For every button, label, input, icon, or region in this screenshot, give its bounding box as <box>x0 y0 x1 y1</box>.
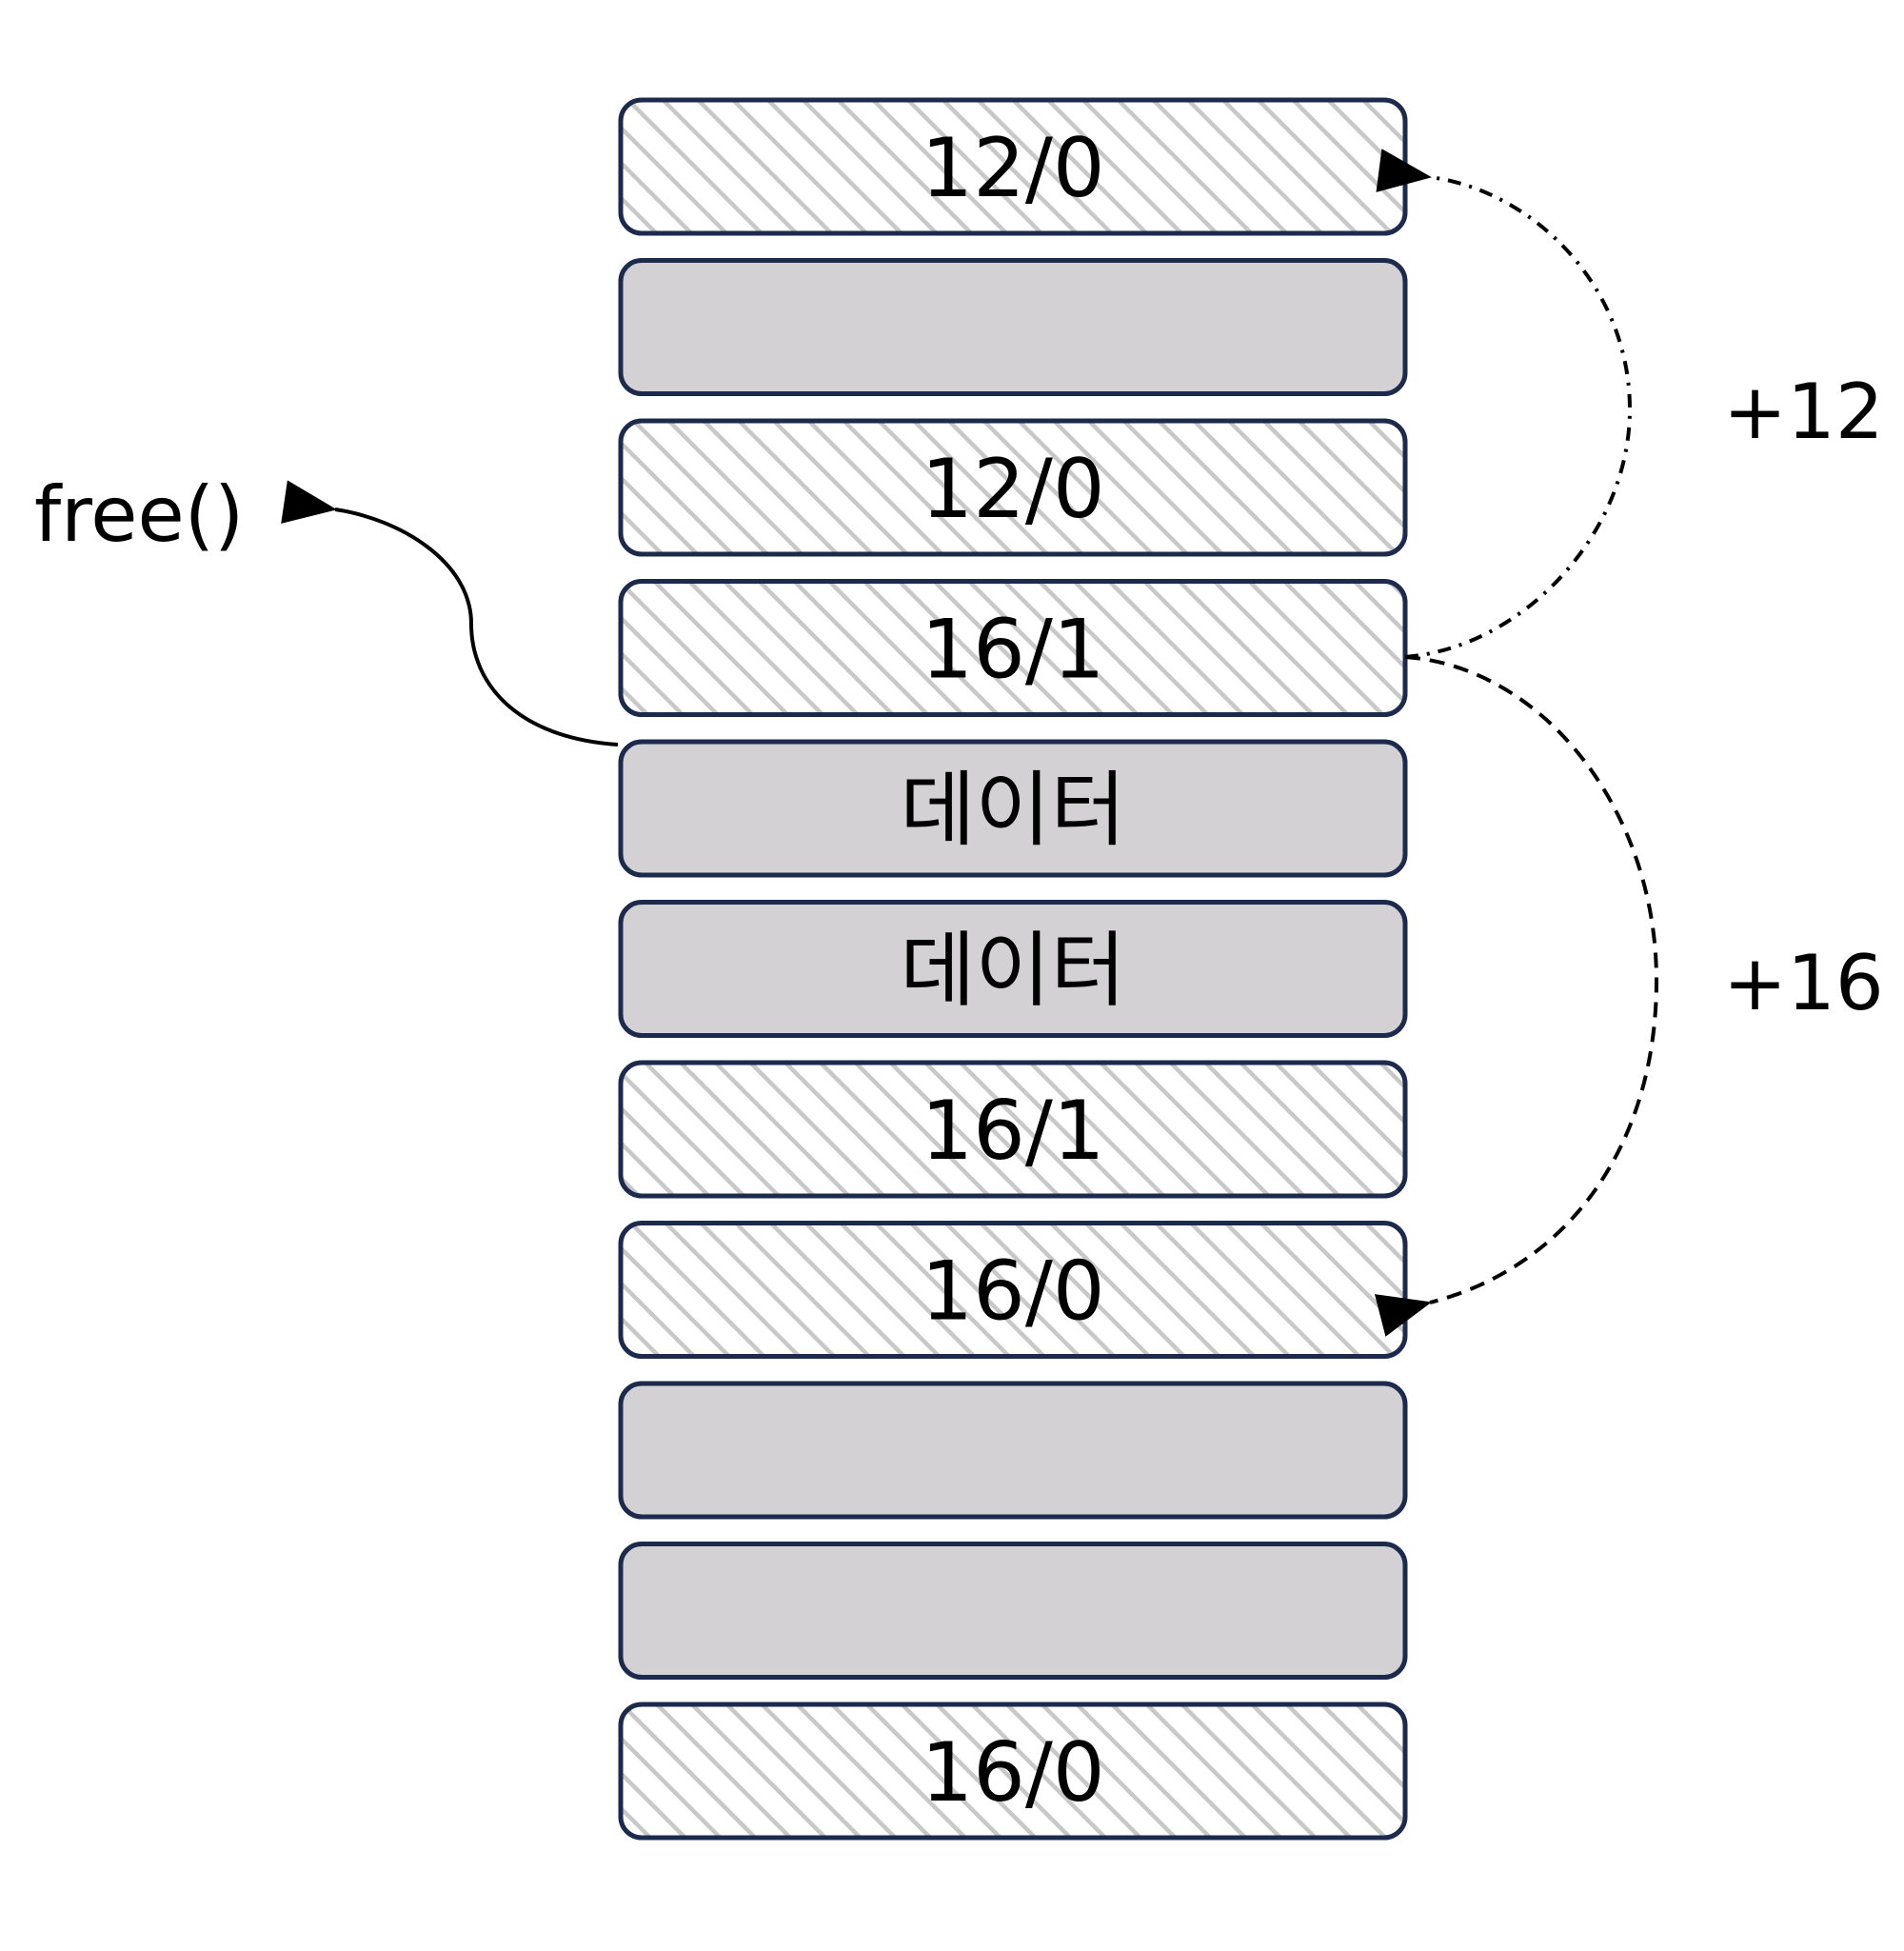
block-label: 데이터 <box>900 763 1125 858</box>
free-arrow <box>281 480 619 747</box>
block-box <box>618 579 1408 717</box>
offset-down-label: +16 <box>1723 939 1884 1027</box>
block-label: 16/1 <box>921 1084 1104 1179</box>
free-label: free() <box>34 470 244 559</box>
header-block: 16/1 <box>618 579 1408 717</box>
block-box <box>618 1381 1408 1520</box>
block-box <box>618 1060 1408 1199</box>
data-block: 데이터 <box>618 900 1408 1038</box>
data-block <box>618 1381 1408 1520</box>
offset-down-arrow <box>1374 655 1659 1337</box>
block-label: 16/0 <box>921 1725 1104 1821</box>
block-label: 16/0 <box>921 1244 1104 1340</box>
block-box <box>618 739 1408 878</box>
data-block <box>618 1542 1408 1680</box>
block-box <box>618 418 1408 557</box>
offset-up-arrow <box>1376 149 1633 659</box>
block-box <box>618 1221 1408 1359</box>
offset-up-label: +12 <box>1723 368 1884 456</box>
block-box <box>618 900 1408 1038</box>
block-box <box>618 258 1408 396</box>
block-label: 12/0 <box>921 442 1104 537</box>
header-block: 16/1 <box>618 1060 1408 1199</box>
data-block <box>618 258 1408 396</box>
block-label: 16/1 <box>921 603 1104 698</box>
block-box <box>618 1702 1408 1841</box>
block-label: 12/0 <box>921 121 1104 216</box>
block-box <box>618 1542 1408 1680</box>
block-label: 데이터 <box>900 924 1125 1019</box>
header-block: 12/0 <box>618 97 1408 236</box>
header-block: 16/0 <box>618 1221 1408 1359</box>
header-block: 12/0 <box>618 418 1408 557</box>
data-block: 데이터 <box>618 739 1408 878</box>
header-block: 16/0 <box>618 1702 1408 1841</box>
